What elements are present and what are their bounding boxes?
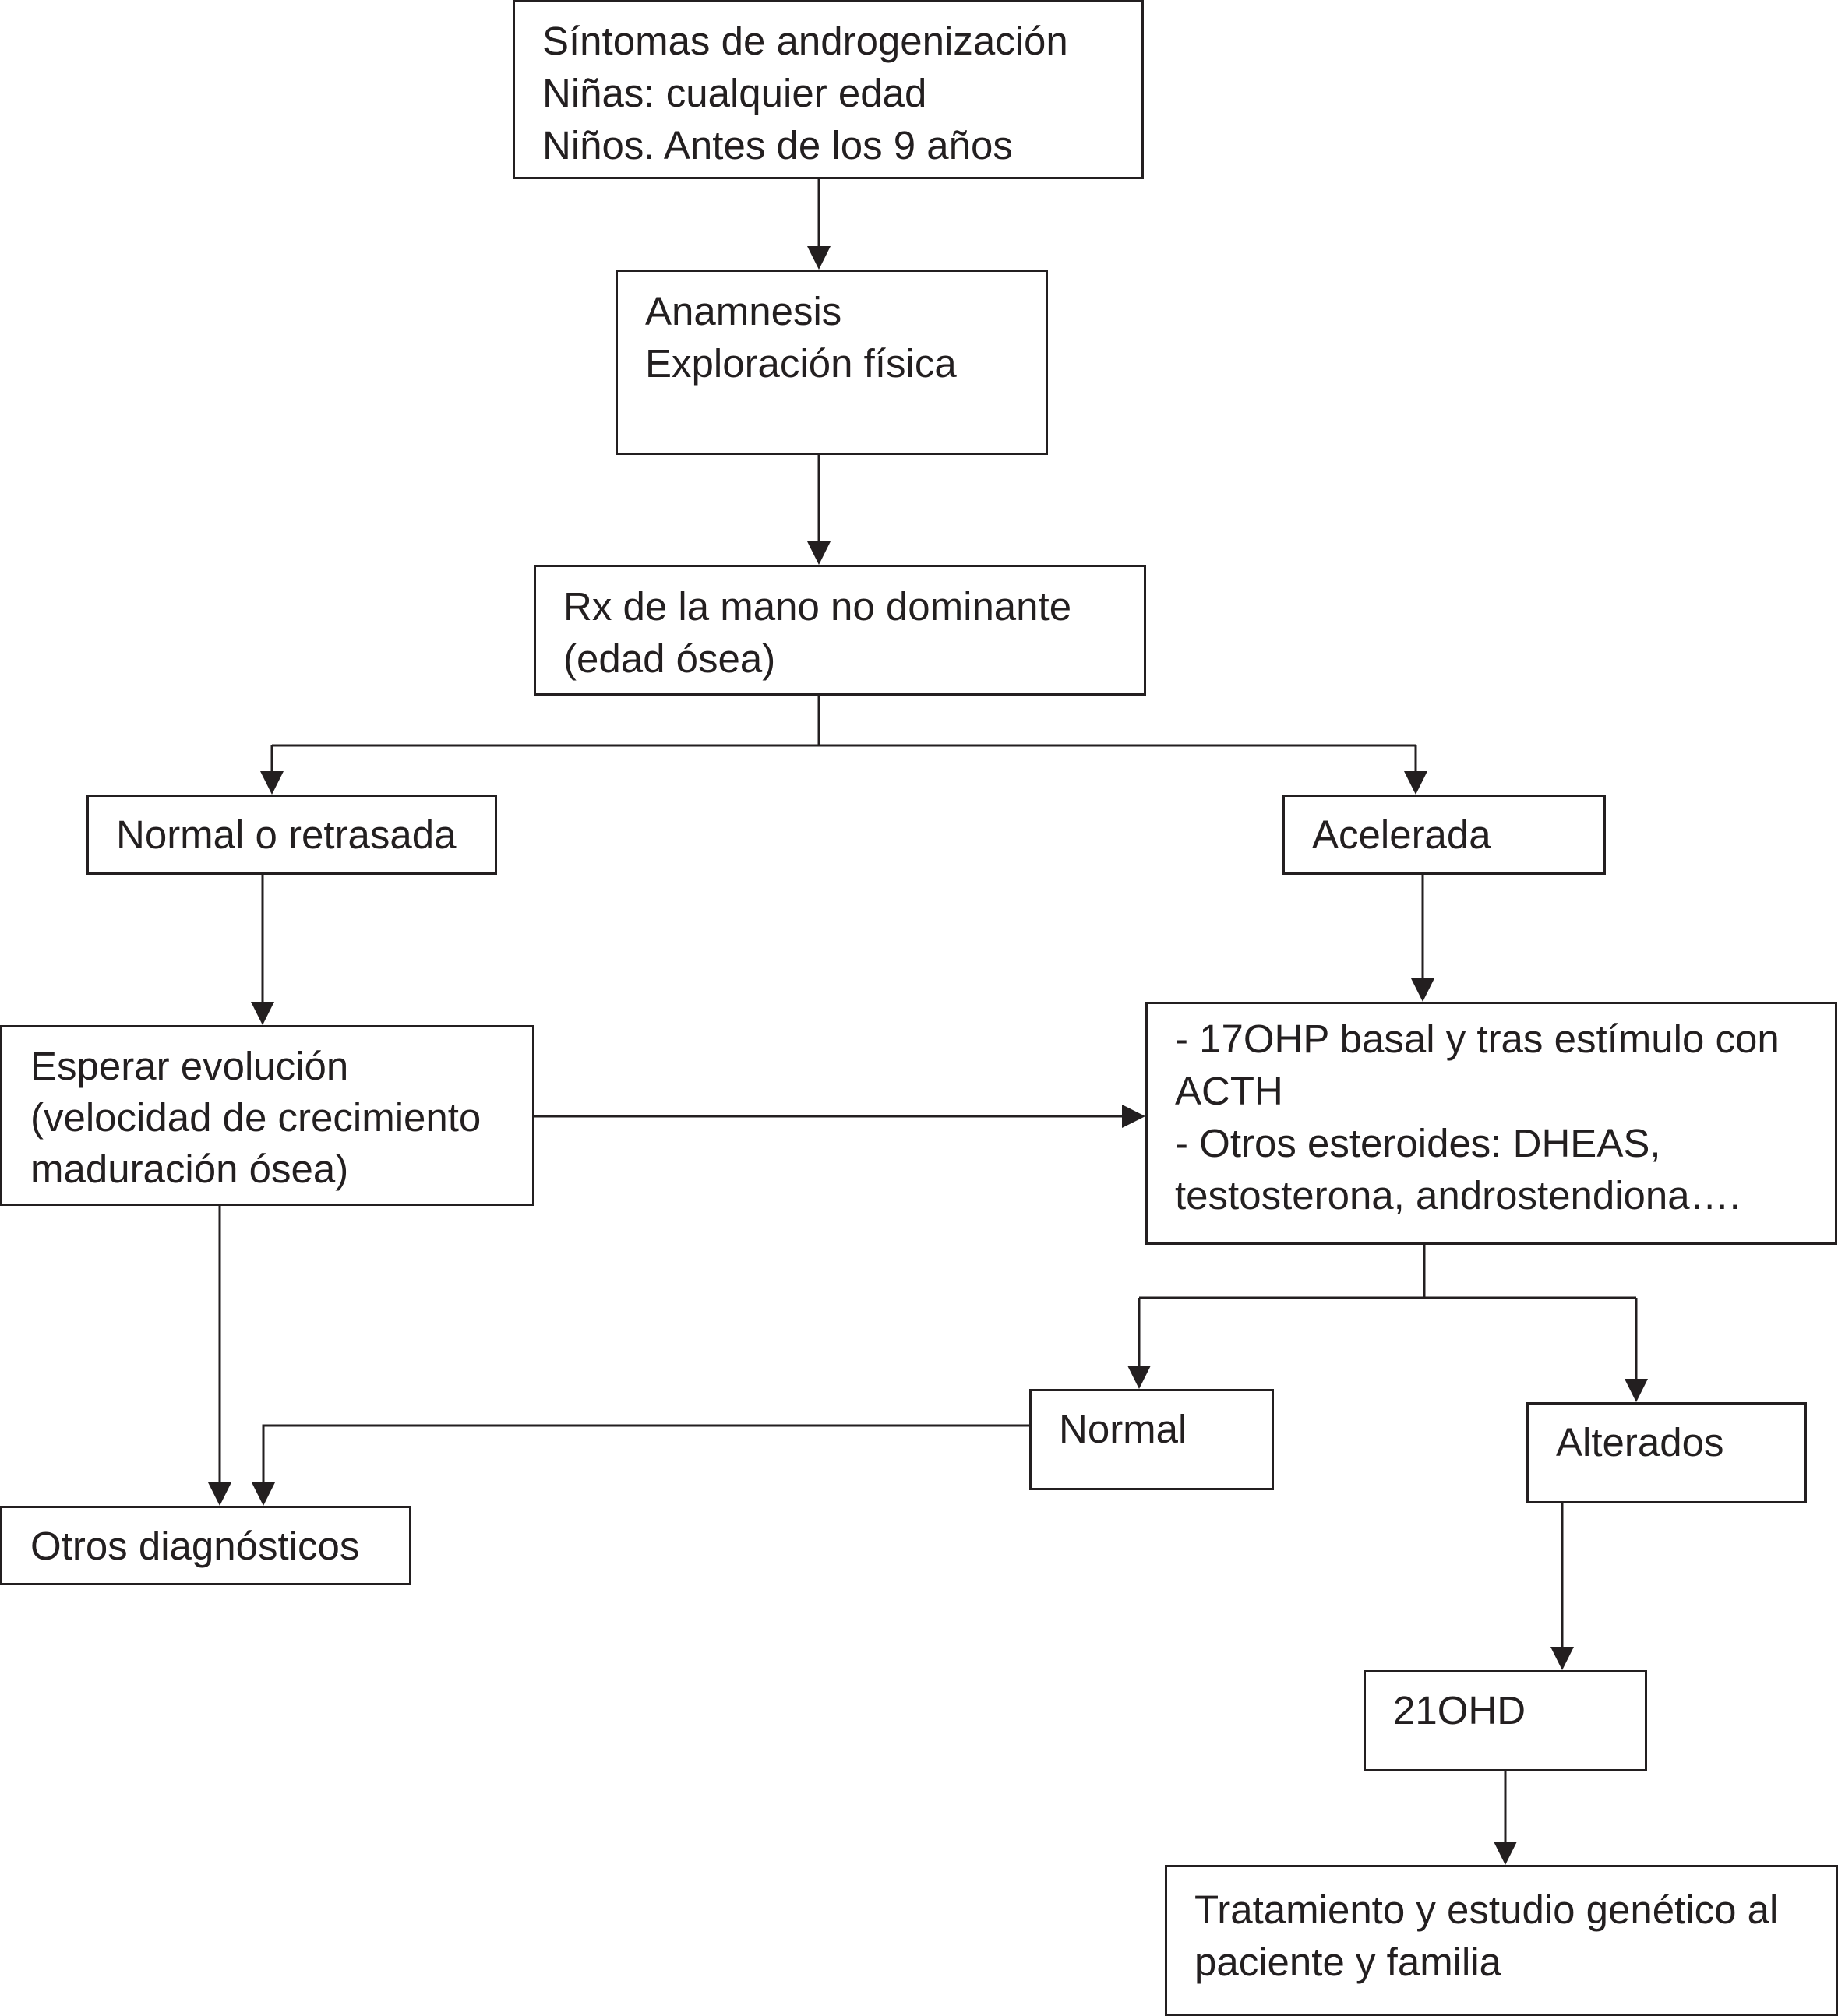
- node-esperar: Esperar evolución (velocidad de crecimie…: [0, 1025, 534, 1206]
- edge-17ohp-split: [1138, 1245, 1638, 1380]
- node-tratamiento: Tratamiento y estudio genético al pacien…: [1165, 1865, 1838, 2016]
- node-line: Esperar evolución: [30, 1044, 349, 1088]
- node-otros-diagnosticos: Otros diagnósticos: [0, 1506, 411, 1585]
- arrowhead: [1494, 1842, 1517, 1865]
- node-line: ACTH: [1175, 1069, 1283, 1113]
- node-sintomas: Síntomas de androgenización Niñas: cualq…: [513, 0, 1144, 179]
- node-line: paciente y familia: [1194, 1940, 1502, 1984]
- node-line: (edad ósea): [563, 636, 776, 681]
- arrowhead: [208, 1482, 231, 1506]
- node-line: - 17OHP basal y tras estímulo con: [1175, 1017, 1780, 1061]
- node-normal: Normal: [1029, 1389, 1274, 1490]
- arrowhead: [807, 246, 831, 270]
- node-line: Rx de la mano no dominante: [563, 584, 1072, 629]
- node-line: Otros diagnósticos: [30, 1524, 360, 1568]
- node-line: Exploración física: [645, 341, 957, 386]
- node-line: maduración ósea): [30, 1147, 349, 1191]
- node-rx: Rx de la mano no dominante (edad ósea): [534, 565, 1146, 696]
- node-line: Normal: [1059, 1407, 1187, 1451]
- node-line: Tratamiento y estudio genético al: [1194, 1887, 1779, 1932]
- node-line: Síntomas de androgenización: [542, 19, 1068, 63]
- node-17ohp: - 17OHP basal y tras estímulo con ACTH -…: [1145, 1002, 1837, 1245]
- arrowhead: [1550, 1647, 1574, 1670]
- arrowhead: [260, 771, 284, 795]
- node-alterados: Alterados: [1526, 1402, 1807, 1503]
- arrowhead: [1404, 771, 1427, 795]
- node-line: Niños. Antes de los 9 años: [542, 123, 1013, 167]
- edge-normal-otros: [262, 1424, 1029, 1484]
- arrowhead: [251, 1002, 274, 1025]
- arrowhead: [1625, 1379, 1648, 1402]
- arrowhead: [1122, 1105, 1145, 1128]
- node-line: - Otros esteroides: DHEAS,: [1175, 1121, 1661, 1165]
- node-line: Acelerada: [1312, 812, 1491, 857]
- arrowhead: [807, 541, 831, 565]
- node-line: Normal o retrasada: [116, 812, 457, 857]
- node-anamnesis: Anamnesis Exploración física: [616, 270, 1048, 455]
- node-21ohd: 21OHD: [1364, 1670, 1647, 1771]
- node-acelerada: Acelerada: [1282, 795, 1606, 875]
- node-line: (velocidad de crecimiento: [30, 1095, 482, 1140]
- arrowhead: [252, 1482, 275, 1506]
- node-normal-retrasada: Normal o retrasada: [86, 795, 497, 875]
- node-line: Alterados: [1556, 1420, 1724, 1464]
- arrowhead: [1127, 1366, 1151, 1389]
- node-line: testosterona, androstendiona….: [1175, 1173, 1741, 1218]
- arrowhead: [1411, 978, 1434, 1002]
- edge-rx-split: [270, 696, 1417, 773]
- node-line: 21OHD: [1393, 1688, 1526, 1732]
- node-line: Anamnesis: [645, 289, 842, 333]
- node-line: Niñas: cualquier edad: [542, 71, 927, 115]
